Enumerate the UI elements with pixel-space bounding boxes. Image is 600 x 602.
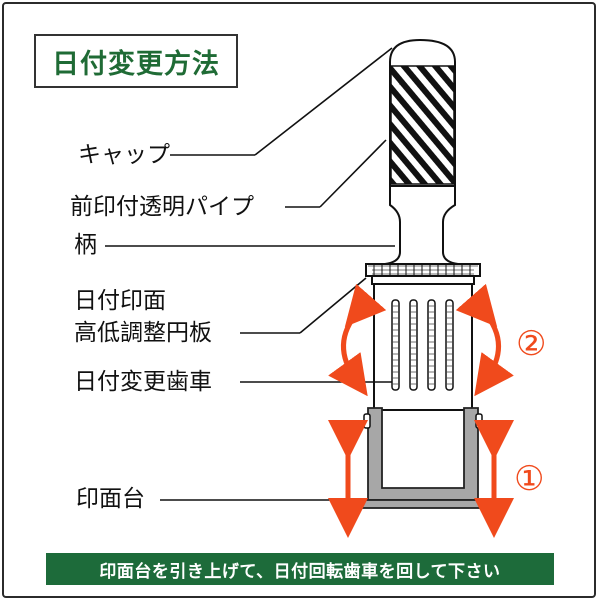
step1-marker: ①	[514, 459, 544, 499]
cap-part	[389, 38, 456, 187]
base-frame	[361, 407, 483, 509]
label-date-plate: 日付印面	[74, 288, 166, 314]
label-cap: キャップ	[78, 142, 170, 168]
title-box: 日付変更方法	[34, 34, 238, 88]
date-gear-wheels	[391, 299, 454, 391]
leader-lines	[105, 47, 395, 501]
instruction-banner: 印面台を引き上げて、日付回転歯車を回して下さい	[46, 553, 554, 585]
handle-part	[384, 185, 459, 265]
adjust-disc-part	[365, 263, 481, 285]
rotate-arrows	[328, 283, 514, 397]
label-front-pipe: 前印付透明パイプ	[70, 194, 254, 220]
label-date-gear: 日付変更歯車	[74, 369, 212, 395]
lift-arrows	[328, 420, 514, 538]
step2-marker: ②	[516, 324, 546, 364]
label-adjust-disc: 高低調整円板	[74, 320, 212, 346]
page-title: 日付変更方法	[52, 48, 220, 80]
label-base: 印面台	[76, 486, 145, 512]
stamp-body	[373, 283, 473, 488]
label-handle: 柄	[74, 232, 97, 258]
